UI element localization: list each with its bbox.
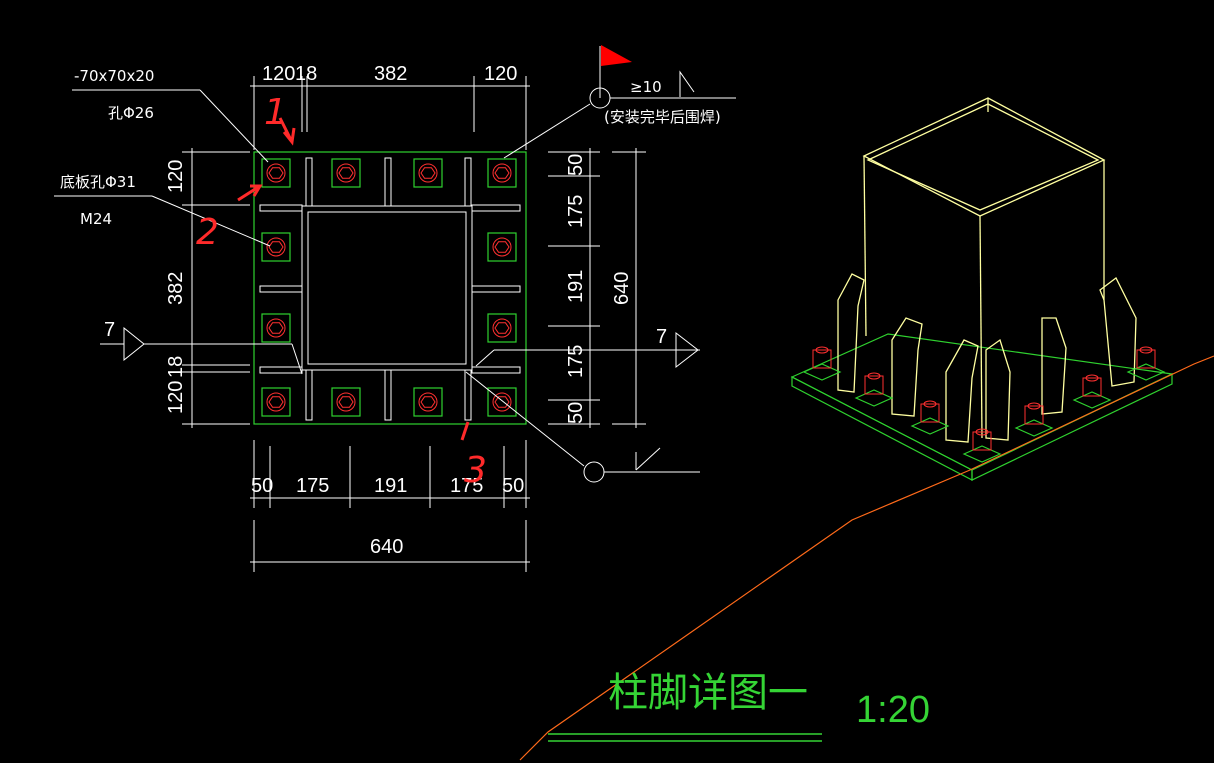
3d-anchor-bolts — [802, 346, 1166, 463]
right-dim-4: 175 — [565, 345, 587, 378]
bottom-dim-1: 50 — [251, 475, 273, 497]
section-label-right: 7 — [656, 326, 667, 348]
marker-3: 3 — [464, 450, 487, 491]
anchor-bolt — [331, 158, 361, 188]
washer-hole-label: 孔Φ26 — [108, 104, 154, 122]
section-label-left: 7 — [104, 319, 115, 341]
anchor-bolts — [261, 158, 517, 417]
anchor-bolt-3d — [962, 428, 1002, 463]
slope-line — [519, 355, 1214, 761]
anchor-bolt-3d — [1126, 346, 1166, 381]
weld-size-label: ≥10 — [630, 78, 662, 96]
drawing-title: 柱脚详图一 — [608, 670, 808, 716]
washer-spec-label: -70x70x20 — [74, 67, 154, 85]
column-section-inner — [307, 211, 467, 365]
top-dimension-lines — [250, 76, 530, 150]
anchor-bolt — [331, 387, 361, 417]
anchor-bolt — [261, 313, 291, 343]
top-dim-1: 120 — [262, 63, 295, 85]
right-dim-1: 50 — [565, 154, 587, 176]
column-section-outer — [301, 205, 473, 371]
right-total-dim: 640 — [611, 272, 633, 305]
anchor-bolt-3d — [1014, 402, 1054, 437]
section-cut-lines — [100, 326, 700, 375]
weld-note-label: (安装完毕后围焊) — [604, 108, 721, 126]
anchor-bolt-3d — [1072, 374, 1112, 409]
anchor-bolt — [487, 158, 517, 188]
bottom-total-dim: 640 — [370, 536, 403, 558]
right-dim-5: 50 — [565, 402, 587, 424]
column-box — [862, 97, 1106, 439]
top-dim-3: 382 — [374, 63, 407, 85]
top-dim-2: 18 — [295, 63, 317, 85]
anchor-bolt-3d — [854, 372, 894, 407]
anchor-bolt — [487, 313, 517, 343]
left-dim-2: 382 — [165, 272, 187, 305]
anchor-bolt — [261, 232, 291, 262]
anchor-bolt — [261, 387, 291, 417]
base-plate-plan — [253, 151, 527, 425]
left-dimension-lines — [182, 148, 250, 428]
top-dim-4: 120 — [484, 63, 517, 85]
anchor-bolt-3d — [802, 346, 842, 381]
weld-symbol-top — [503, 45, 736, 159]
right-dimension-lines — [548, 148, 646, 428]
base-hole-label: 底板孔Φ31 — [60, 173, 136, 191]
bottom-dimension-lines — [250, 440, 530, 572]
anchor-bolt — [413, 387, 443, 417]
column-base-3d — [790, 97, 1175, 481]
washer-leader — [72, 89, 269, 163]
left-dim-4: 120 — [165, 381, 187, 414]
anchor-bolt — [413, 158, 443, 188]
base-hole-leader — [54, 195, 271, 247]
bottom-dim-2: 175 — [296, 475, 329, 497]
bottom-dim-4: 175 — [450, 475, 483, 497]
base-plate-outline — [253, 151, 527, 425]
anchor-bolt — [487, 387, 517, 417]
right-dim-2: 175 — [565, 195, 587, 228]
left-dim-1: 120 — [165, 160, 187, 193]
bottom-dim-3: 191 — [374, 475, 407, 497]
anchor-bolt — [487, 232, 517, 262]
left-dim-3: 18 — [165, 356, 187, 378]
red-markers: 1 2 3 — [196, 92, 487, 491]
bottom-dim-5: 50 — [502, 475, 524, 497]
stiffener-ribs — [259, 157, 521, 421]
anchor-bolt-3d — [910, 400, 950, 435]
right-dim-3: 191 — [565, 270, 587, 303]
weld-symbol-bottom — [465, 371, 700, 483]
anchor-bolt — [261, 158, 291, 188]
marker-2: 2 — [196, 212, 219, 253]
drawing-scale: 1:20 — [856, 689, 930, 731]
3d-stiffeners — [837, 273, 1137, 443]
bolt-size-label: M24 — [80, 210, 112, 228]
